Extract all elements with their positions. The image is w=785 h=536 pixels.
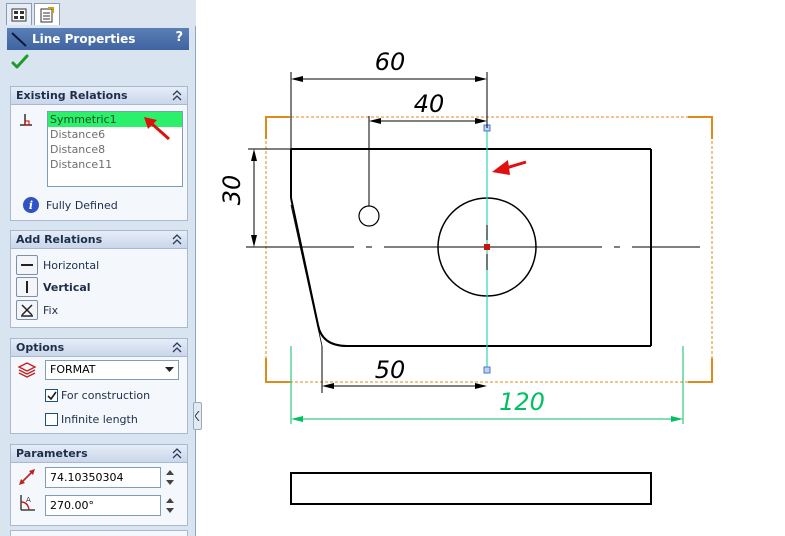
next-group-edge	[10, 530, 188, 536]
panel-title: Line Properties	[32, 32, 136, 46]
spin-up-icon[interactable]	[166, 497, 174, 503]
dimension-50[interactable]	[321, 346, 487, 393]
dimension-40[interactable]	[368, 116, 487, 124]
constraint-status: i Fully Defined	[23, 197, 118, 213]
collapse-icon[interactable]	[172, 448, 182, 459]
angle-icon: A	[20, 495, 35, 511]
add-relation-horizontal[interactable]: Horizontal	[16, 255, 99, 275]
dimension-60-label[interactable]: 60	[375, 48, 406, 76]
angle-spinner[interactable]	[163, 495, 177, 516]
existing-relations-title: Existing Relations	[16, 89, 128, 102]
parameters-header[interactable]: Parameters	[11, 445, 187, 463]
tab-property-manager[interactable]	[34, 3, 60, 25]
collapse-icon[interactable]	[172, 234, 182, 245]
options-header[interactable]: Options	[11, 339, 187, 357]
dimension-120[interactable]	[290, 346, 684, 424]
sketch-view[interactable]: 60 40 30 50	[197, 0, 785, 536]
horizontal-relation-icon[interactable]	[16, 255, 38, 275]
add-relations-group: Add Relations Horizontal Vertical	[10, 230, 188, 328]
layer-select-value: FORMAT	[50, 363, 96, 376]
bottom-view-rectangle[interactable]	[290, 472, 652, 505]
fully-defined-label: Fully Defined	[46, 198, 118, 212]
options-title: Options	[16, 341, 65, 354]
selection-box	[265, 116, 713, 383]
vertical-label: Vertical	[43, 280, 91, 294]
dimension-30[interactable]	[248, 148, 291, 247]
horizontal-label: Horizontal	[43, 258, 100, 272]
for-construction-option[interactable]: For construction	[45, 389, 150, 402]
chevron-down-icon[interactable]	[161, 361, 178, 379]
property-sheet-icon	[40, 6, 54, 22]
line-tool-icon	[11, 32, 27, 47]
panel-tab-bar	[0, 0, 196, 26]
fix-label: Fix	[43, 303, 59, 317]
dimension-60[interactable]	[290, 72, 488, 149]
spin-down-icon[interactable]	[166, 480, 174, 486]
collapse-icon[interactable]	[172, 90, 182, 101]
help-button[interactable]: ?	[175, 30, 183, 45]
dimension-40-label[interactable]: 40	[414, 90, 445, 118]
for-construction-checkbox[interactable]	[45, 389, 58, 402]
red-pointer-arrow-icon	[492, 160, 527, 175]
infinite-length-option[interactable]: Infinite length	[45, 413, 138, 426]
collapse-icon[interactable]	[172, 342, 182, 353]
panel-title-bar: Line Properties ?	[7, 28, 189, 50]
chevron-left-icon	[195, 411, 200, 421]
vertical-relation-icon[interactable]	[16, 277, 38, 297]
drawing-canvas[interactable]: 60 40 30 50	[197, 0, 785, 536]
existing-relations-group: Existing Relations Symmetric1 Distance6 …	[10, 86, 188, 221]
spin-down-icon[interactable]	[166, 508, 174, 514]
angle-input[interactable]: 270.00°	[45, 495, 161, 516]
infinite-length-label: Infinite length	[61, 413, 138, 426]
dimension-30-label[interactable]: 30	[218, 175, 246, 206]
options-group: Options FORMAT For construction Infinite…	[10, 338, 188, 434]
dimension-50-label[interactable]: 50	[375, 356, 406, 384]
add-relations-header[interactable]: Add Relations	[11, 231, 187, 249]
layer-select[interactable]: FORMAT	[45, 360, 179, 380]
small-circle[interactable]	[358, 205, 380, 227]
info-icon: i	[23, 197, 39, 213]
tab-feature-manager[interactable]	[6, 3, 32, 25]
relation-perpendicular-icon	[20, 114, 32, 126]
add-relation-fix[interactable]: Fix	[16, 300, 58, 320]
feature-tree-icon	[11, 8, 27, 21]
selected-construction-line[interactable]	[483, 124, 491, 374]
spin-up-icon[interactable]	[166, 469, 174, 475]
relation-item-distance11[interactable]: Distance11	[50, 158, 113, 171]
property-manager-panel: Line Properties ? Existing Relations Sym…	[0, 0, 196, 536]
fix-relation-icon[interactable]	[16, 300, 38, 320]
length-icon	[19, 469, 35, 485]
relation-item-distance6[interactable]: Distance6	[50, 128, 106, 141]
part-outline[interactable]	[290, 148, 652, 347]
relation-item-distance8[interactable]: Distance8	[50, 143, 106, 156]
svg-text:A: A	[26, 496, 31, 504]
line-midpoint[interactable]	[484, 244, 490, 250]
existing-relations-header[interactable]: Existing Relations	[11, 87, 187, 105]
dimension-120-label[interactable]: 120	[499, 388, 545, 416]
parameters-title: Parameters	[16, 447, 88, 460]
length-spinner[interactable]	[163, 467, 177, 488]
for-construction-label: For construction	[61, 389, 151, 402]
ok-checkmark-icon[interactable]	[11, 54, 29, 70]
add-relation-vertical[interactable]: Vertical	[16, 277, 91, 297]
line-endpoint-bottom[interactable]	[483, 366, 491, 374]
length-input[interactable]: 74.10350304	[45, 467, 161, 488]
red-pointer-arrow-icon	[144, 117, 170, 141]
layer-icon	[17, 362, 37, 378]
parameters-group: Parameters 74.10350304 A 270.00°	[10, 444, 188, 526]
panel-splitter-handle[interactable]	[193, 402, 202, 430]
add-relations-title: Add Relations	[16, 233, 103, 246]
infinite-length-checkbox[interactable]	[45, 413, 58, 426]
